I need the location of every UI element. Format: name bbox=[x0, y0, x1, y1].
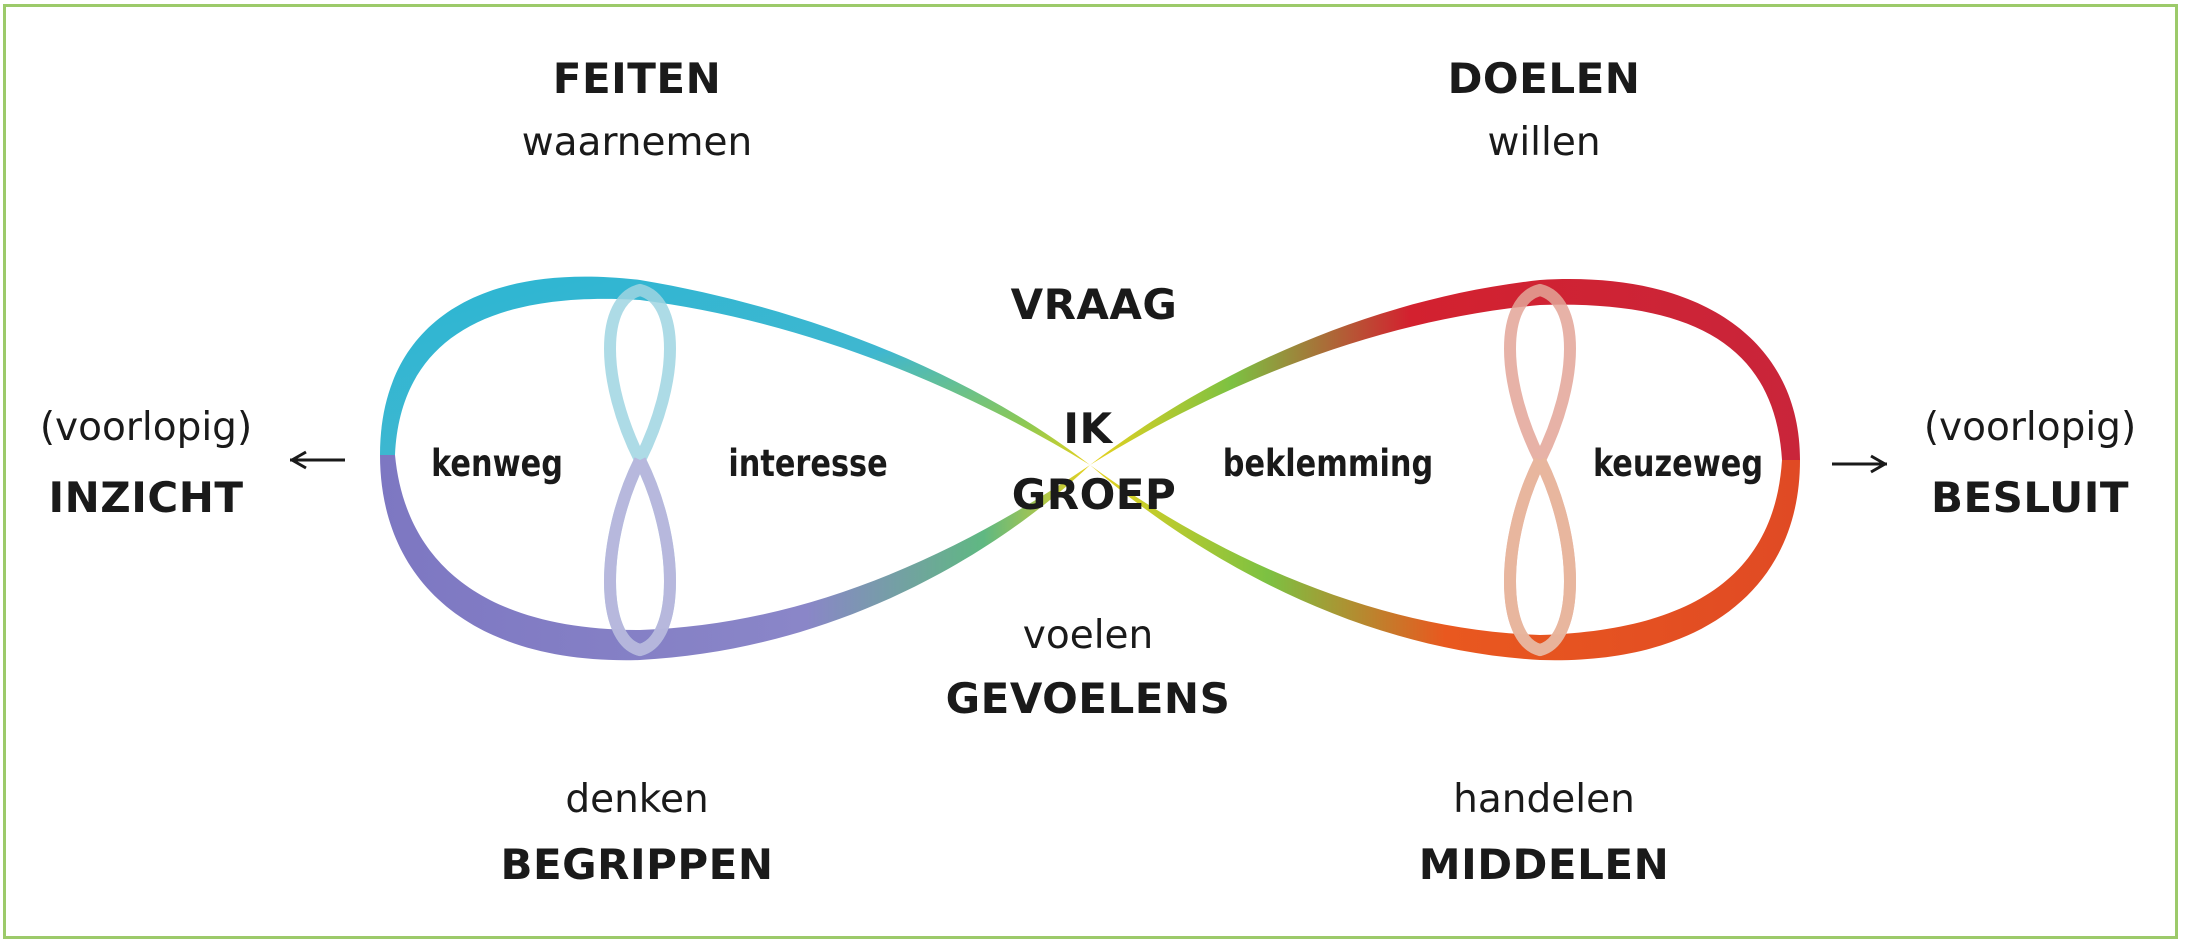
diagram-frame bbox=[3, 4, 2178, 939]
feelings-title: GEVOELENS bbox=[945, 674, 1231, 723]
right-loop-bottom-ribbon bbox=[1090, 460, 1800, 661]
think-label: denken bbox=[565, 777, 709, 822]
goals-title: DOELEN bbox=[1447, 54, 1641, 103]
tentative-left-label: (voorlopig) bbox=[39, 405, 253, 450]
group-label: GROEP bbox=[1011, 470, 1177, 519]
left-loop-top-ribbon bbox=[380, 276, 1090, 465]
act-label: handelen bbox=[1453, 777, 1635, 822]
feel-label: voelen bbox=[1022, 613, 1154, 658]
question-label: VRAAG bbox=[1010, 280, 1178, 329]
left-loop-bottom-ribbon bbox=[380, 455, 1090, 661]
right-loop-top-ribbon bbox=[1090, 279, 1800, 465]
perceive-label: waarnemen bbox=[521, 120, 753, 165]
interest-label: interesse bbox=[728, 442, 888, 485]
concepts-title: BEGRIPPEN bbox=[500, 840, 774, 889]
self-label: IK bbox=[1063, 404, 1113, 453]
will-label: willen bbox=[1487, 120, 1601, 165]
means-title: MIDDELEN bbox=[1418, 840, 1670, 889]
arrow-left-head bbox=[291, 450, 307, 470]
arrow-right-head bbox=[1870, 454, 1886, 474]
tentative-right-label: (voorlopig) bbox=[1923, 405, 2137, 450]
choice-path-label: keuzeweg bbox=[1592, 442, 1764, 485]
facts-title: FEITEN bbox=[552, 54, 722, 103]
decision-title: BESLUIT bbox=[1930, 473, 2130, 522]
knowledge-path-label: kenweg bbox=[431, 442, 563, 485]
oppression-label: beklemming bbox=[1222, 442, 1434, 485]
insight-title: INZICHT bbox=[48, 473, 244, 522]
